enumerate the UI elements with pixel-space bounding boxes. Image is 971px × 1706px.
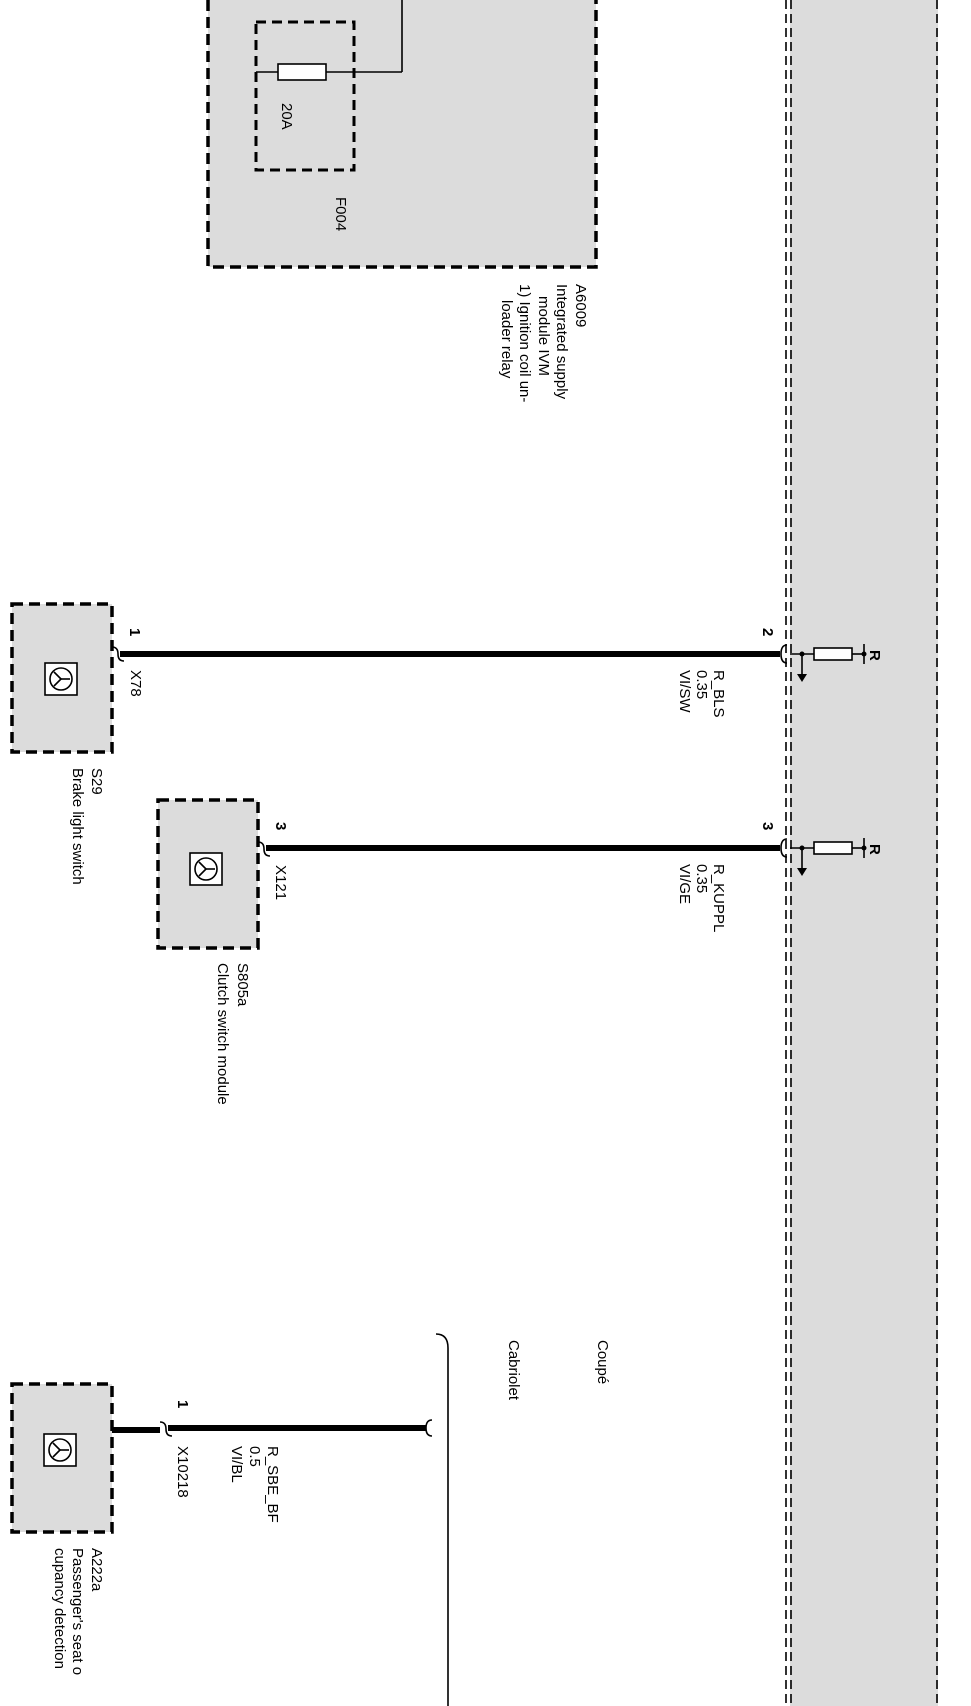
- kuppl-wire-color: VI/GE: [676, 864, 693, 904]
- fuse-f004-frame: [254, 20, 356, 172]
- clutch-connector-pin: 3: [272, 822, 289, 830]
- brake-switch-name: Brake light switch: [69, 768, 86, 885]
- wire-r-kuppl[interactable]: [257, 838, 788, 858]
- ivm-desc-line-4: loader relay: [498, 300, 515, 379]
- ivm-desc-line-1: Integrated supply: [553, 284, 570, 400]
- wire-r-sbe-bf[interactable]: [112, 1419, 433, 1437]
- variant-bracket: [435, 1333, 449, 1706]
- bls-resistor-label: R: [866, 650, 883, 661]
- kuppl-resistor-label: R: [866, 844, 883, 855]
- bls-wire-color: VI/SW: [676, 670, 693, 713]
- variant-coupe: Coupé: [594, 1340, 611, 1384]
- kuppl-bus-pin: 3: [759, 822, 776, 830]
- control-unit-bus: [785, 0, 938, 1706]
- brake-switch-code: S29: [88, 768, 105, 795]
- seat-module-code: A222a: [88, 1548, 105, 1592]
- sbe-wire-gauge: 0.5: [246, 1446, 263, 1467]
- sbe-wire-name: R_SBE_BF: [264, 1446, 281, 1523]
- clutch-switch-module[interactable]: [156, 798, 260, 950]
- ivm-code: A6009: [572, 284, 589, 327]
- seat-occupancy-module[interactable]: [10, 1382, 114, 1534]
- fuse-f004-code: F004: [332, 197, 349, 231]
- fuse-f004-rating: 20A: [278, 103, 295, 130]
- ivm-label: A6009 Integrated supply module IVM 1) Ig…: [498, 284, 589, 402]
- bls-wire-gauge: 0.35: [693, 670, 710, 699]
- brake-light-switch[interactable]: [10, 602, 114, 754]
- seat-module-name-line-1: Passenger's seat o: [69, 1548, 86, 1675]
- wire-r-bls[interactable]: [111, 644, 788, 664]
- bls-pulldown-resistor: [790, 644, 867, 682]
- clutch-connector-code: X121: [272, 865, 289, 900]
- variant-cabriolet: Cabriolet: [505, 1340, 522, 1401]
- kuppl-wire-gauge: 0.35: [693, 864, 710, 893]
- switch-icon: [189, 852, 223, 886]
- kuppl-wire-name: R_KUPPL: [710, 864, 727, 932]
- sbe-wire-color: VI/BL: [228, 1446, 245, 1483]
- ivm-desc-line-3: 1) Ignition coil un-: [516, 284, 533, 402]
- clutch-switch-code: S805a: [234, 963, 251, 1007]
- fuse-f004-icon: [277, 63, 327, 81]
- brake-connector-pin: 1: [126, 628, 143, 636]
- bls-bus-pin: 2: [759, 628, 776, 636]
- kuppl-pulldown-resistor: [790, 838, 867, 876]
- brake-connector-code: X78: [127, 670, 144, 697]
- sensor-icon: [43, 1433, 77, 1467]
- bls-wire-name: R_BLS: [710, 670, 727, 718]
- seat-connector-code: X10218: [174, 1446, 191, 1498]
- seat-module-name-line-2: cupancy detection: [51, 1548, 68, 1669]
- ivm-module[interactable]: 20A F004: [206, 0, 598, 269]
- clutch-switch-name: Clutch switch module: [214, 963, 231, 1105]
- seat-connector-pin: 1: [174, 1400, 191, 1408]
- switch-icon: [44, 662, 78, 696]
- ivm-desc-line-2: module IVM: [535, 296, 552, 376]
